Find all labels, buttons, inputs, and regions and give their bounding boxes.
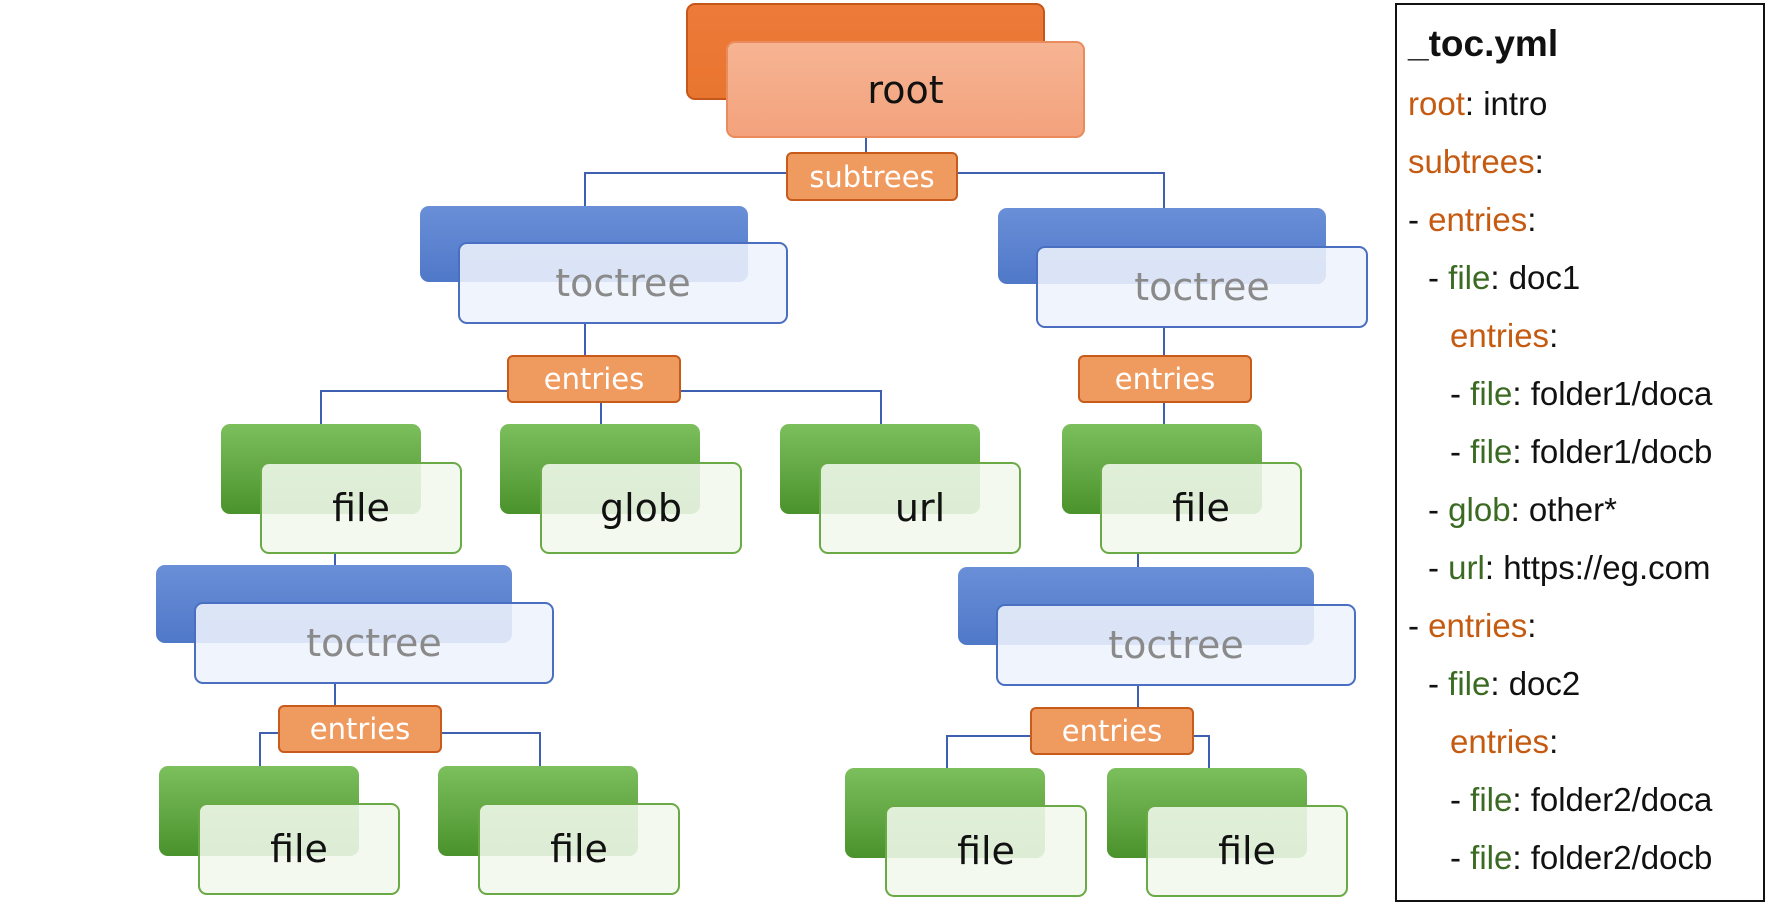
yaml-key: file	[1470, 781, 1513, 818]
yaml-sep: :	[1549, 723, 1559, 760]
toctree-label: toctree	[194, 602, 554, 684]
yaml-value: intro	[1474, 85, 1548, 122]
yaml-key: entries	[1428, 607, 1528, 644]
yaml-line: - glob: other*	[1428, 491, 1617, 529]
yaml-key: url	[1448, 549, 1485, 586]
connector	[1137, 552, 1139, 568]
yaml-key: file	[1470, 375, 1513, 412]
yaml-prefix: -	[1428, 665, 1449, 702]
yaml-sep: :	[1510, 491, 1520, 528]
yaml-line: - file: folder2/doca	[1450, 781, 1712, 819]
yaml-line: entries:	[1450, 723, 1558, 761]
yaml-value: doc1	[1499, 259, 1581, 296]
yaml-line: - file: folder2/docb	[1450, 839, 1712, 877]
yaml-prefix: -	[1408, 201, 1429, 238]
entries-label: entries	[1030, 707, 1194, 755]
yaml-sep: :	[1490, 259, 1500, 296]
entries-label: entries	[507, 355, 681, 403]
yaml-line: - entries:	[1408, 201, 1536, 239]
yaml-sep: :	[1549, 317, 1559, 354]
yaml-prefix: -	[1428, 259, 1449, 296]
yaml-prefix: -	[1450, 781, 1471, 818]
yaml-line: entries:	[1450, 317, 1558, 355]
connector	[1163, 402, 1165, 426]
toc-yaml-panel	[1395, 3, 1765, 902]
root-node-label: root	[726, 41, 1085, 138]
file-label: file	[1146, 805, 1348, 897]
url-label: url	[819, 462, 1021, 554]
yaml-value: folder2/docb	[1521, 839, 1713, 876]
connector	[1163, 172, 1165, 208]
yaml-line: - url: https://eg.com	[1428, 549, 1710, 587]
file-label: file	[478, 803, 680, 895]
yaml-key: glob	[1448, 491, 1511, 528]
yaml-prefix: -	[1428, 491, 1449, 528]
yaml-line: root: intro	[1408, 85, 1547, 123]
yaml-sep: :	[1464, 85, 1475, 122]
yaml-sep: :	[1512, 839, 1522, 876]
yaml-value: other*	[1519, 491, 1617, 528]
yaml-value: folder1/doca	[1521, 375, 1713, 412]
yaml-key: file	[1470, 839, 1513, 876]
subtrees-label: subtrees	[786, 152, 958, 201]
connector	[539, 732, 541, 768]
yaml-key: file	[1470, 433, 1513, 470]
connector	[600, 390, 602, 426]
yaml-value: folder1/docb	[1521, 433, 1713, 470]
yaml-prefix: -	[1428, 549, 1449, 586]
yaml-prefix: -	[1450, 433, 1471, 470]
yaml-sep: :	[1484, 549, 1495, 586]
yaml-value: https://eg.com	[1494, 549, 1711, 586]
glob-label: glob	[540, 462, 742, 554]
yaml-line: - file: doc1	[1428, 259, 1580, 297]
yaml-line: - entries:	[1408, 607, 1536, 645]
connector	[334, 684, 336, 706]
yaml-sep: :	[1512, 375, 1522, 412]
yaml-key: entries	[1428, 201, 1528, 238]
yaml-sep: :	[1527, 201, 1537, 238]
yaml-line: - file: folder1/docb	[1450, 433, 1712, 471]
yaml-key: entries	[1450, 317, 1550, 354]
yaml-sep: :	[1490, 665, 1500, 702]
connector	[584, 322, 586, 356]
yaml-key: file	[1448, 665, 1491, 702]
yaml-prefix: -	[1408, 607, 1429, 644]
connector	[946, 735, 948, 769]
yaml-key: file	[1448, 259, 1491, 296]
file-label: file	[1100, 462, 1302, 554]
yaml-prefix: -	[1450, 839, 1471, 876]
yaml-sep: :	[1512, 433, 1522, 470]
connector	[320, 390, 322, 426]
entries-label: entries	[1078, 355, 1252, 403]
yaml-sep: :	[1512, 781, 1522, 818]
yaml-prefix: -	[1450, 375, 1471, 412]
connector	[259, 732, 261, 768]
yaml-key: entries	[1450, 723, 1550, 760]
file-label: file	[198, 803, 400, 895]
connector	[1208, 735, 1210, 769]
file-label: file	[260, 462, 462, 554]
connector	[584, 172, 586, 206]
toctree-label: toctree	[458, 242, 788, 324]
yaml-value: doc2	[1499, 665, 1581, 702]
connector	[880, 390, 882, 426]
toctree-label: toctree	[1036, 246, 1368, 328]
yaml-key: root	[1408, 85, 1465, 122]
yaml-title: _toc.yml	[1408, 23, 1559, 64]
toctree-label: toctree	[996, 604, 1356, 686]
yaml-line: subtrees:	[1408, 143, 1544, 181]
file-label: file	[885, 805, 1087, 897]
connector	[334, 552, 336, 566]
yaml-value: folder2/doca	[1521, 781, 1713, 818]
yaml-line: - file: doc2	[1428, 665, 1580, 703]
yaml-sep: :	[1534, 143, 1544, 180]
yaml-line: - file: folder1/doca	[1450, 375, 1712, 413]
connector	[1163, 326, 1165, 356]
yaml-key: subtrees	[1408, 143, 1535, 180]
connector	[1137, 686, 1139, 708]
entries-label: entries	[278, 705, 442, 753]
yaml-sep: :	[1527, 607, 1537, 644]
